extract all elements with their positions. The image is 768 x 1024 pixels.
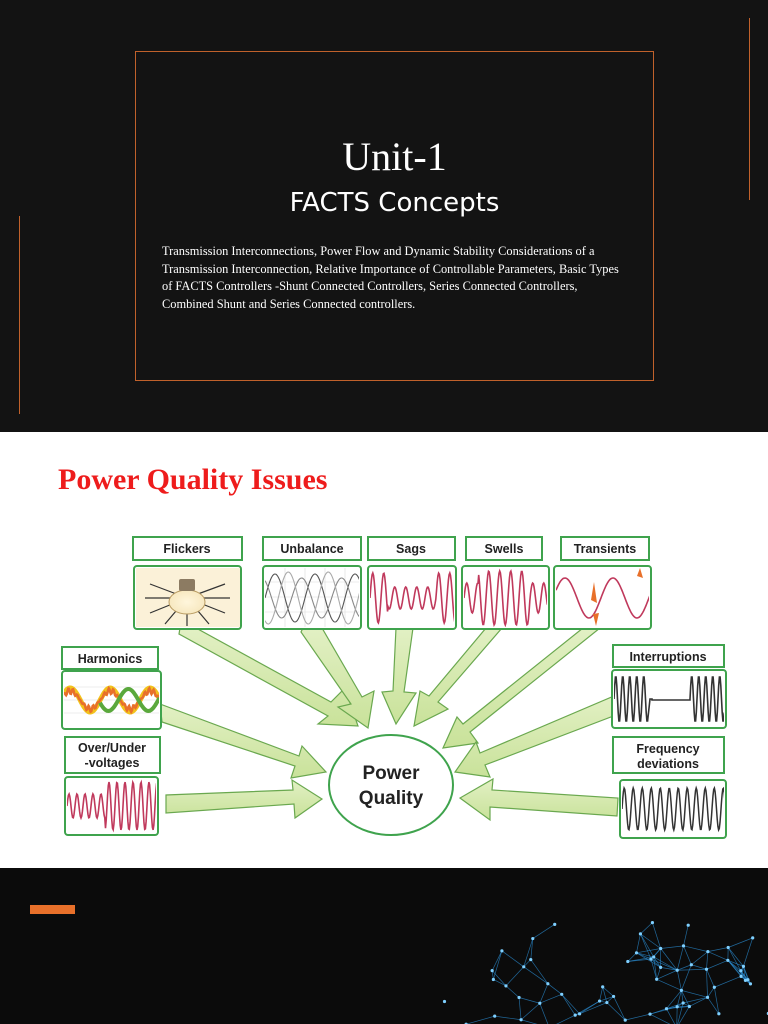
network-globe-graphic [442,920,768,1024]
swells-wave-icon [464,568,547,627]
swells-label: Swells [485,542,524,556]
overunder-label-box [64,736,161,774]
slide-title: Power Quality Issues [58,463,328,496]
arrow-harmonics [159,703,328,779]
harmonics-wave-icon [64,685,159,715]
swells-image-box [461,565,550,630]
interruptions-label-box [612,644,725,668]
sags-label-box [367,536,456,561]
center-label-power: Power [362,763,420,784]
sags-image-box [367,565,457,630]
title-frame: Unit-1 FACTS Concepts Transmission Inter… [135,51,654,381]
transients-wave-icon [556,568,649,626]
overunder-label-line1: Over/Under [78,741,146,755]
arrow-unbalance [300,627,375,730]
arrows [159,627,619,822]
decorative-left-line [19,216,20,414]
label-boxes [61,536,725,774]
flickers-label: Flickers [163,542,210,556]
unbalance-wave-icon [265,568,359,627]
decorative-top-right-line [749,18,750,200]
arrow-interruptions [453,695,617,778]
interruptions-label: Interruptions [629,650,706,664]
unit-title: Unit-1 [342,134,447,179]
unbalance-label-box [262,536,362,561]
flickers-label-box [132,536,243,561]
title-slide: Unit-1 FACTS Concepts Transmission Inter… [0,0,768,432]
power-quality-diagram: Power Quality Flickers Unbalance Sags Sw… [61,536,727,839]
transients-label: Transients [574,542,637,556]
frequency-label-line1: Frequency [636,742,699,756]
arrow-swells [413,627,504,728]
overunder-wave-icon [67,779,156,833]
harmonics-label-box [61,646,159,670]
flickers-bulb-icon [136,568,240,627]
closing-slide [0,868,768,1024]
unit-description: Transmission Interconnections, Power Flo… [162,244,619,311]
power-quality-slide: Power Quality Issues [0,432,768,868]
transients-image-box [553,565,652,630]
arrow-sags [381,627,418,726]
swells-label-box [465,536,543,561]
sags-label: Sags [396,542,426,556]
overunder-label-line2: -voltages [85,756,140,770]
arrow-transients [442,627,602,749]
power-quality-ellipse [328,734,454,836]
accent-bar [30,905,75,914]
unit-subtitle: FACTS Concepts [289,188,500,218]
transients-label-box [560,536,650,561]
arrow-flickers [178,627,359,727]
unbalance-label: Unbalance [280,542,343,556]
harmonics-label: Harmonics [78,652,143,666]
arrow-overunder [165,778,324,820]
interruptions-wave-icon [614,676,724,722]
frequency-wave-icon [622,785,724,833]
center-label-quality: Quality [359,788,424,809]
arrow-frequency [458,777,619,822]
frequency-label-line2: deviations [637,757,699,771]
frequency-label-box [612,736,725,774]
sags-wave-icon [370,570,454,626]
